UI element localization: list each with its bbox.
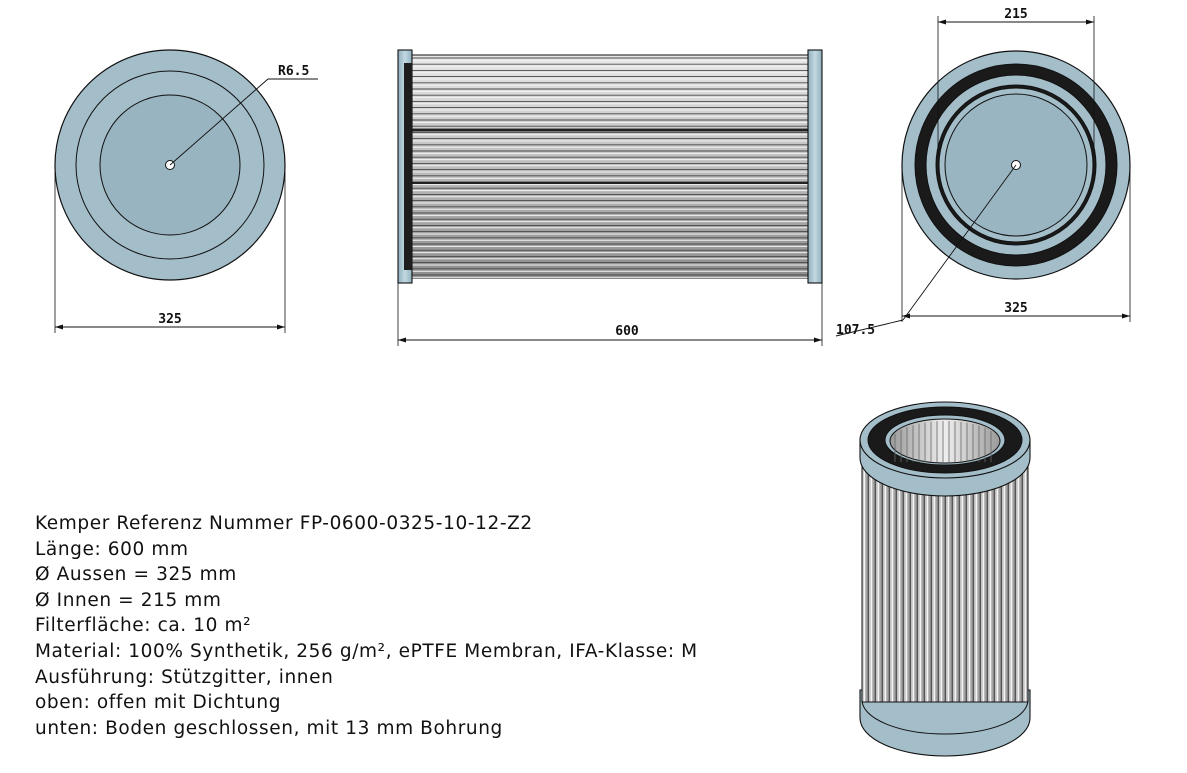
inner-diameter-label: 215 [1004, 7, 1027, 22]
spec-line: Material: 100% Synthetik, 256 g/m², ePTF… [35, 640, 698, 662]
radius-leader [902, 164, 1017, 321]
arrowhead [938, 19, 946, 25]
body-bottom-edge [861, 699, 1029, 735]
spec-line: Ausführung: Stützgitter, innen [35, 666, 334, 688]
spec-line: Ø Innen = 215 mm [35, 589, 222, 611]
spec-line: Ø Aussen = 325 mm [35, 564, 237, 586]
isometric-view [859, 401, 1031, 757]
radius-label: R6.5 [278, 64, 309, 79]
radius-leader-shelf [835, 319, 904, 337]
inner-radius-label: 107.5 [836, 323, 875, 338]
end-cap-right [807, 49, 823, 284]
outer-diameter-label-right: 325 [1004, 301, 1027, 316]
spec-line: Länge: 600 mm [35, 538, 189, 560]
length-label: 600 [615, 324, 639, 339]
arrowhead [277, 324, 285, 330]
pleat-lines [412, 57, 808, 278]
arrowhead [1086, 19, 1094, 25]
seal-left [404, 63, 412, 270]
middle-ring [75, 70, 265, 260]
spec-line: unten: Boden geschlossen, mit 13 mm Bohr… [35, 717, 503, 739]
specification-block: Kemper Referenz Nummer FP-0600-0325-10-1… [35, 511, 795, 741]
arrowhead [398, 337, 406, 343]
end-view-top: 215 325 107.5 [835, 7, 1131, 338]
bottom-cap [859, 689, 1031, 757]
spec-line: oben: offen mit Dichtung [35, 692, 282, 714]
radius-leader [169, 78, 269, 166]
inner-pleats [894, 421, 992, 462]
arrowhead [55, 324, 63, 330]
spec-line: Filterfläche: ca. 10 m² [35, 615, 252, 637]
side-view: 600 [397, 49, 823, 346]
spec-line: Kemper Referenz Nummer FP-0600-0325-10-1… [35, 513, 533, 534]
inner-opening [889, 418, 1001, 464]
end-view-bottom: R6.5 325 [54, 49, 318, 333]
arrowhead [814, 337, 822, 343]
arrowhead [1122, 313, 1130, 319]
outer-diameter-label: 325 [158, 312, 181, 327]
pleated-body [409, 54, 811, 279]
